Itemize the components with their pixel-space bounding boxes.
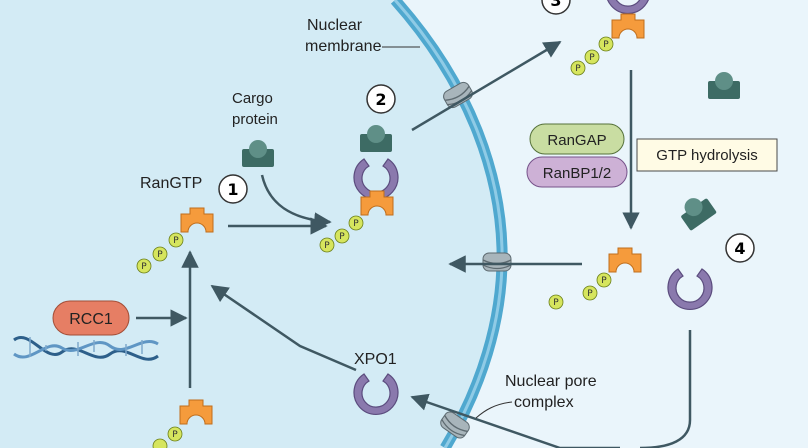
gtp-hydrolysis-box <box>636 138 778 172</box>
step-2-number: 2 <box>375 90 386 109</box>
complex-phosphates: P P P <box>319 215 364 253</box>
ranbp-label: RanBP1/2 <box>543 165 611 182</box>
phosphate-chain: P P P <box>136 232 184 274</box>
ranbp-pill <box>526 156 628 188</box>
nuclear-membrane-inner <box>393 0 504 448</box>
step-4-badge <box>725 233 755 263</box>
cargo-label-1: Cargo <box>232 90 273 107</box>
svg-text:P: P <box>324 241 330 251</box>
svg-text:P: P <box>575 64 581 74</box>
npc-leader-line <box>475 401 513 419</box>
bottom-phosphates: P <box>152 426 183 448</box>
exportin-import-arrow <box>410 393 620 448</box>
svg-text:P: P <box>339 232 345 242</box>
nucleus-region <box>0 0 503 448</box>
svg-text:P: P <box>173 236 179 246</box>
svg-text:P: P <box>589 53 595 63</box>
svg-text:P: P <box>587 289 593 299</box>
arrow-cargo-to-complex <box>260 174 332 230</box>
step-3-badge <box>541 0 571 15</box>
dna-helix <box>13 336 159 361</box>
xpo1-recycle-arrow <box>210 284 357 372</box>
step-2-badge <box>366 84 396 114</box>
rangap-label: RanGAP <box>547 132 606 149</box>
nuclear-pore-complex <box>482 252 512 272</box>
rangap-pill <box>529 123 625 155</box>
cargo-label-2: protein <box>232 111 278 128</box>
nuclear-membrane-label-2: membrane <box>305 38 382 55</box>
step-1-badge <box>218 174 248 204</box>
svg-text:P: P <box>157 250 163 260</box>
npc-label-1: Nuclear pore <box>505 373 597 390</box>
svg-text:P: P <box>553 298 559 308</box>
step-1-number: 1 <box>227 180 238 199</box>
step-4-number: 4 <box>734 239 745 258</box>
export-arrow <box>411 40 562 132</box>
xpo1-label: XPO1 <box>354 351 397 368</box>
gtp-hydrolysis-label: GTP hydrolysis <box>656 147 757 164</box>
npc-label-2: complex <box>514 394 574 411</box>
rangdp-phosphates: P P P <box>548 272 612 310</box>
svg-text:P: P <box>172 430 178 440</box>
nuclear-membrane-label-1: Nuclear <box>307 17 363 34</box>
rcc1-label: RCC1 <box>69 311 113 328</box>
step3-phosphates: P P P <box>570 36 614 76</box>
rcc1-pill <box>52 300 130 336</box>
rangtp-label: RanGTP <box>140 175 202 192</box>
svg-text:P: P <box>601 276 607 286</box>
svg-text:P: P <box>603 40 609 50</box>
svg-text:P: P <box>141 262 147 272</box>
step-3-number: 3 <box>550 0 561 10</box>
svg-text:P: P <box>353 219 359 229</box>
